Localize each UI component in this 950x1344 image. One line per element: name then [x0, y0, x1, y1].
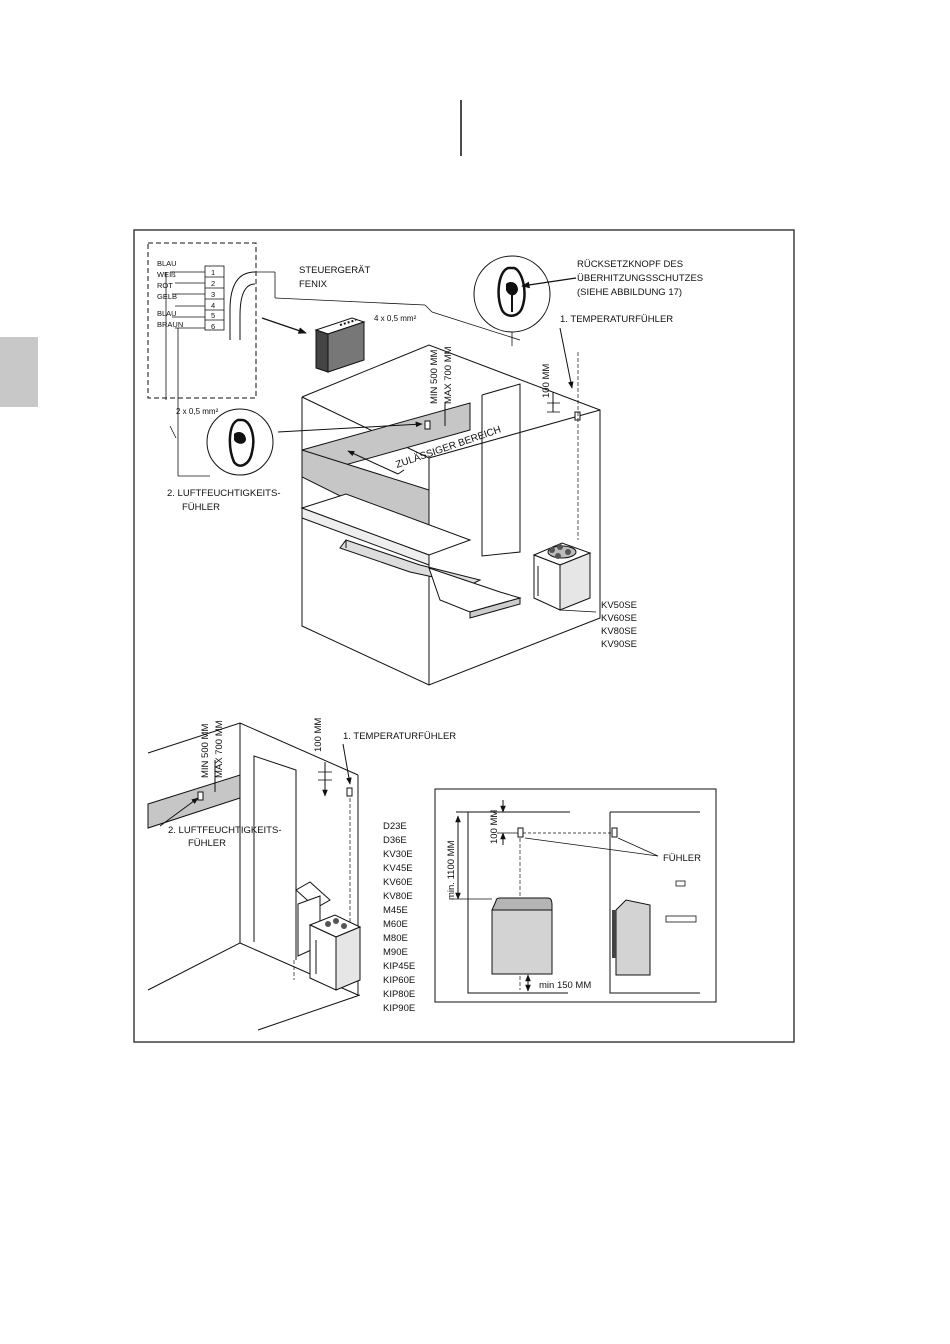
- control-unit-label-1: STEUERGERÄT: [299, 265, 370, 276]
- svg-text:RÜCKSETZKNOPF DES ÜBERHI: RÜCKSETZKNOPF DES ÜBERHITZUNGSSCHUTZES (…: [577, 259, 706, 298]
- wire-color-6: BRAUN: [157, 320, 183, 329]
- terminal-2: 2: [211, 279, 215, 288]
- svg-text:BLAU: BLAU: [157, 259, 177, 268]
- reset-button-label-3: (SIEHE ABBILDUNG 17): [577, 287, 682, 298]
- control-unit-label-2: FENIX: [299, 279, 328, 290]
- inset-dist100-label: 100 MM: [489, 810, 500, 844]
- inset-box: min. 1100 MM 100 MM FÜHLER min 150 MM: [434, 788, 717, 1003]
- kvse-model-3: KV80SE: [601, 626, 637, 637]
- humidity-sensor-label-top-2: FÜHLER: [182, 502, 220, 513]
- wire-color-3: ROT: [157, 281, 173, 290]
- cable-spec-left: 2 x 0,5 mm²: [176, 407, 219, 416]
- inset-min150-label: min 150 MM: [539, 980, 591, 991]
- page-tab-marker: [0, 337, 38, 407]
- dim-minmax-top: MIN 500 MM MAX 700 MM: [429, 346, 454, 426]
- temp-sensor-label-bottom: 1. TEMPERATURFÜHLER: [343, 731, 456, 742]
- bottom-heater-models: D23E D36E KV30E KV45E KV60E KV80E M45E M…: [383, 821, 418, 1014]
- temp-sensor-bottom: [346, 787, 353, 797]
- dim-100-bottom: 100 MM: [313, 718, 332, 797]
- humidity-sensor-detail-top: 2. LUFTFEUCHTIGKEITS- FÜHLER: [167, 408, 423, 513]
- inset-sensor-left: [517, 827, 524, 838]
- humidity-sensor-top: [424, 420, 431, 430]
- humidity-sensor-label-bottom-2: FÜHLER: [188, 838, 226, 849]
- inset-sensor-right: [611, 827, 618, 838]
- wire-color-2: WEIß: [157, 270, 176, 279]
- terminal-6: 6: [211, 322, 215, 331]
- kvse-model-4: KV90SE: [601, 639, 637, 650]
- terminal-4: 4: [211, 301, 215, 310]
- temp-sensor-top: [574, 411, 581, 421]
- wire-color-5: BLAU: [157, 309, 177, 318]
- svg-text:WEIß: WEIß: [157, 270, 176, 279]
- dim-100-label-bottom: 100 MM: [313, 718, 324, 752]
- dim-100-label-top: 100 MM: [541, 364, 552, 398]
- svg-text:STEUERGERÄT FENIX: STEUERGERÄT FENIX: [299, 265, 373, 290]
- dim-min500-top: MIN 500 MM: [429, 350, 440, 404]
- kvse-model-2: KV60SE: [601, 613, 637, 624]
- inset-sensor-label: FÜHLER: [663, 853, 701, 864]
- dim-min500-bottom: MIN 500 MM: [200, 724, 211, 778]
- humidity-sensor-label-bottom-1: 2. LUFTFEUCHTIGKEITS-: [168, 825, 281, 836]
- terminal-1: 1: [211, 268, 215, 277]
- inset-min1100-label: min. 1100 MM: [446, 840, 457, 900]
- humidity-sensor-bottom: [197, 791, 204, 801]
- dim-max700-bottom: MAX 700 MM: [214, 720, 225, 778]
- figure-frame: [133, 229, 795, 1043]
- svg-text:2. LUFTFEUCHTIGKEITS- FÜHL: 2. LUFTFEUCHTIGKEITS- FÜHLER: [168, 825, 284, 849]
- svg-text:KV50SE KV60SE KV80: KV50SE KV60SE KV80SE KV90SE: [601, 600, 640, 650]
- control-unit-fenix: STEUERGERÄT FENIX: [261, 265, 373, 373]
- wiring-box: BLAU WEIß ROT GELB BLAU BRAUN 1 2 3 4 5 …: [147, 242, 521, 477]
- heater-kvse: KV50SE KV60SE KV80SE KV90SE: [532, 542, 640, 650]
- svg-text:BLAU: BLAU: [157, 309, 177, 318]
- svg-text:2. LUFTFEUCHTIGKEITS- FÜ: 2. LUFTFEUCHTIGKEITS- FÜHLER: [167, 488, 283, 513]
- heater-bottom: [295, 881, 362, 991]
- temp-sensor-label-top: 1. TEMPERATURFÜHLER: [560, 314, 673, 325]
- reset-button-label-2: ÜBERHITZUNGSSCHUTZES: [577, 273, 703, 284]
- dim-100-top: 100 MM: [541, 364, 560, 413]
- cable-spec-top: 4 x 0,5 mm²: [374, 314, 417, 323]
- dim-max700-top: MAX 700 MM: [443, 346, 454, 404]
- reset-button-detail: RÜCKSETZKNOPF DES ÜBERHITZUNGSSCHUTZES (…: [473, 255, 706, 389]
- terminal-3: 3: [211, 290, 215, 299]
- kvse-model-1: KV50SE: [601, 600, 637, 611]
- svg-text:GELB: GELB: [157, 292, 177, 301]
- wire-color-1: BLAU: [157, 259, 177, 268]
- terminal-5: 5: [211, 311, 215, 320]
- terminal-block: [204, 265, 225, 331]
- svg-text:ROT: ROT: [157, 281, 173, 290]
- svg-text:BRAUN: BRAUN: [157, 320, 183, 329]
- dim-minmax-bottom: MIN 500 MM MAX 700 MM: [200, 720, 225, 792]
- reset-button-label-1: RÜCKSETZKNOPF DES: [577, 259, 683, 270]
- wire-color-4: GELB: [157, 292, 177, 301]
- top-sauna-room: [300, 344, 601, 686]
- humidity-sensor-label-top-1: 2. LUFTFEUCHTIGKEITS-: [167, 488, 280, 499]
